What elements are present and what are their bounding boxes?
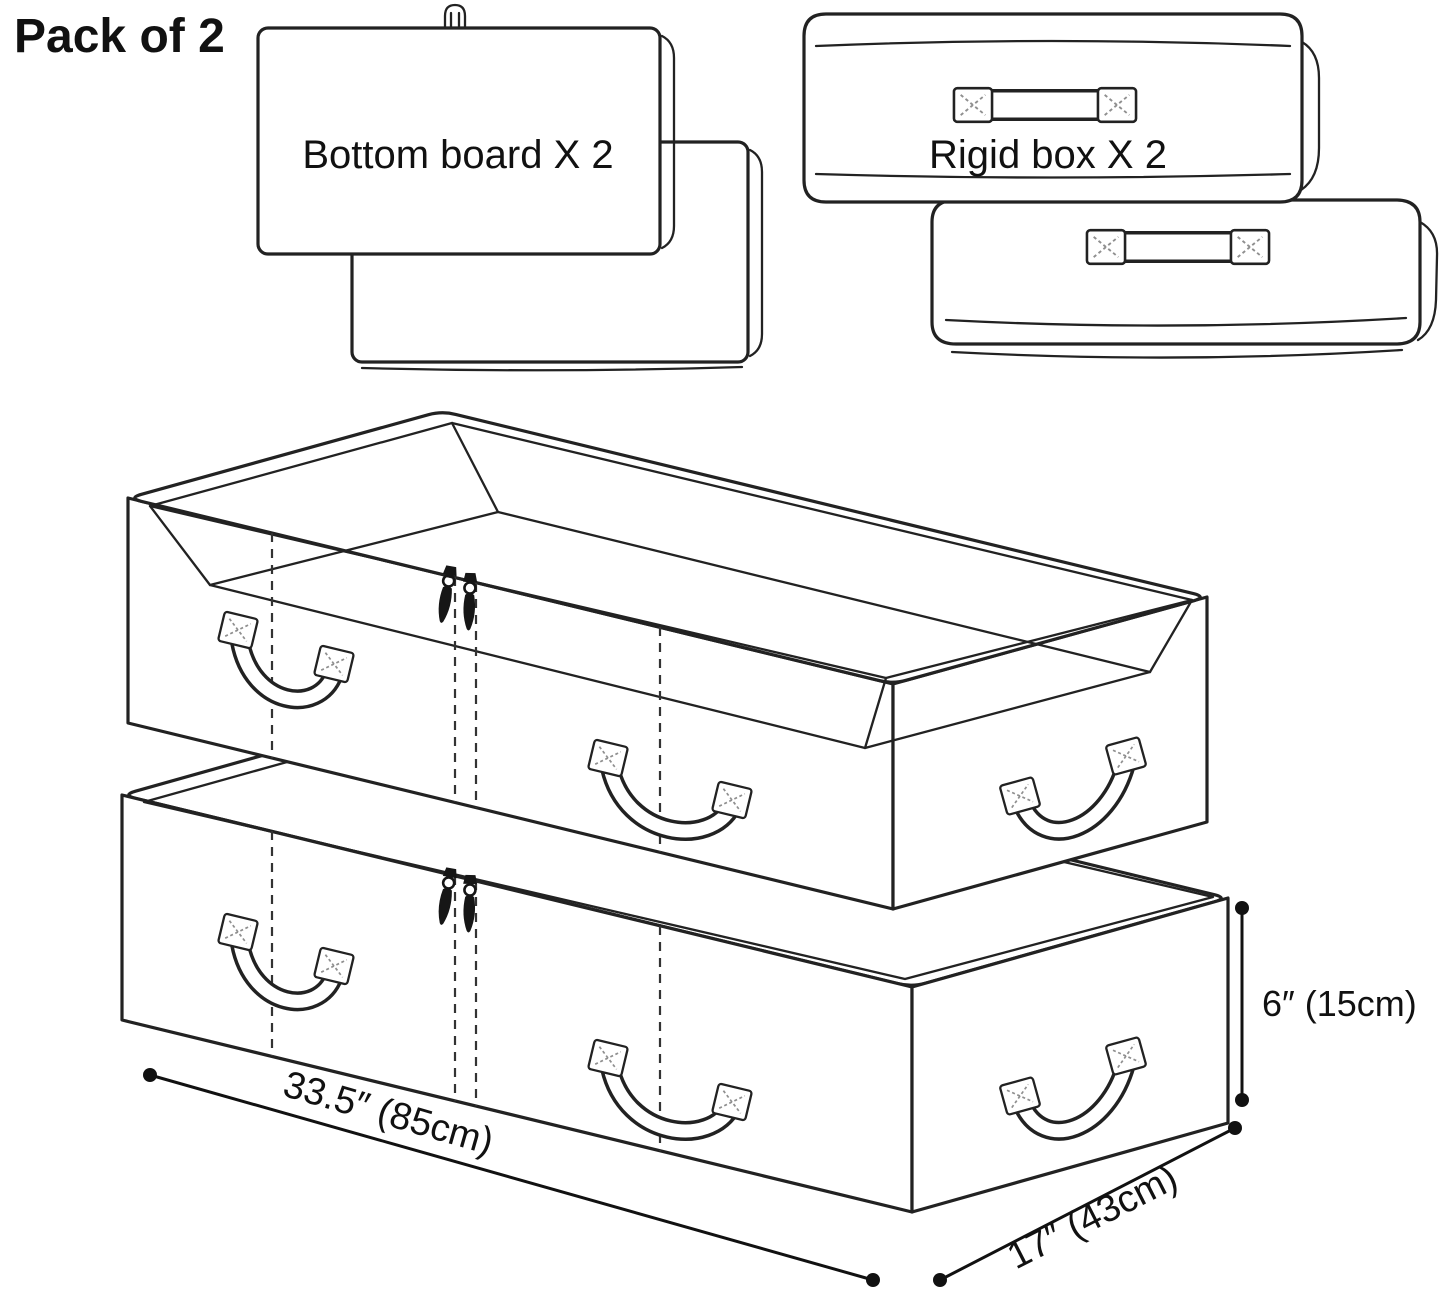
bottom-board-label: Bottom board X 2	[302, 133, 613, 177]
dimension-dot	[1235, 901, 1249, 915]
fabric-handle	[216, 610, 356, 710]
dimension-dot	[866, 1273, 880, 1287]
stitch-patch-icon	[710, 780, 754, 820]
fabric-handle	[998, 1035, 1148, 1141]
stitch-patch-icon	[312, 644, 356, 684]
stitch-patch-icon	[586, 1038, 630, 1078]
dimension-height-label: 6″ (15cm)	[1262, 983, 1417, 1024]
dimension-height: 6″ (15cm)	[1235, 901, 1417, 1107]
bottom-board-diagram: Bottom board X 2	[256, 3, 764, 372]
hanger-clip-icon	[443, 3, 467, 30]
stitch-patch-icon	[1229, 228, 1271, 266]
fabric-handle	[998, 735, 1148, 841]
bottom-board-front: Bottom board X 2	[256, 3, 676, 256]
stitch-patch-icon	[1096, 86, 1138, 124]
fabric-handle	[586, 1038, 754, 1141]
rigid-box-back	[930, 198, 1439, 359]
dimension-dot	[1235, 1093, 1249, 1107]
fabric-handle	[216, 912, 356, 1012]
rigid-box-handle	[952, 86, 1138, 124]
rigid-box-front: Rigid box X 2	[802, 12, 1321, 204]
dimension-dot	[933, 1273, 947, 1287]
pack-title: Pack of 2	[14, 10, 225, 63]
stitch-patch-icon	[952, 86, 994, 124]
stitch-patch-icon	[216, 912, 260, 952]
fabric-handle	[586, 738, 754, 841]
dimension-dot	[1228, 1121, 1242, 1135]
underbed-box-top	[126, 411, 1209, 911]
rigid-box-label: Rigid box X 2	[929, 133, 1167, 177]
stitch-patch-icon	[586, 738, 630, 778]
stitch-patch-icon	[1085, 228, 1127, 266]
stitch-patch-icon	[710, 1082, 754, 1122]
rigid-box-handle	[1085, 228, 1271, 266]
stitch-patch-icon	[216, 610, 260, 650]
stitch-patch-icon	[312, 946, 356, 986]
rigid-box-diagram: Rigid box X 2	[802, 12, 1439, 359]
dimension-dot	[143, 1068, 157, 1082]
box-interior	[148, 421, 1194, 750]
